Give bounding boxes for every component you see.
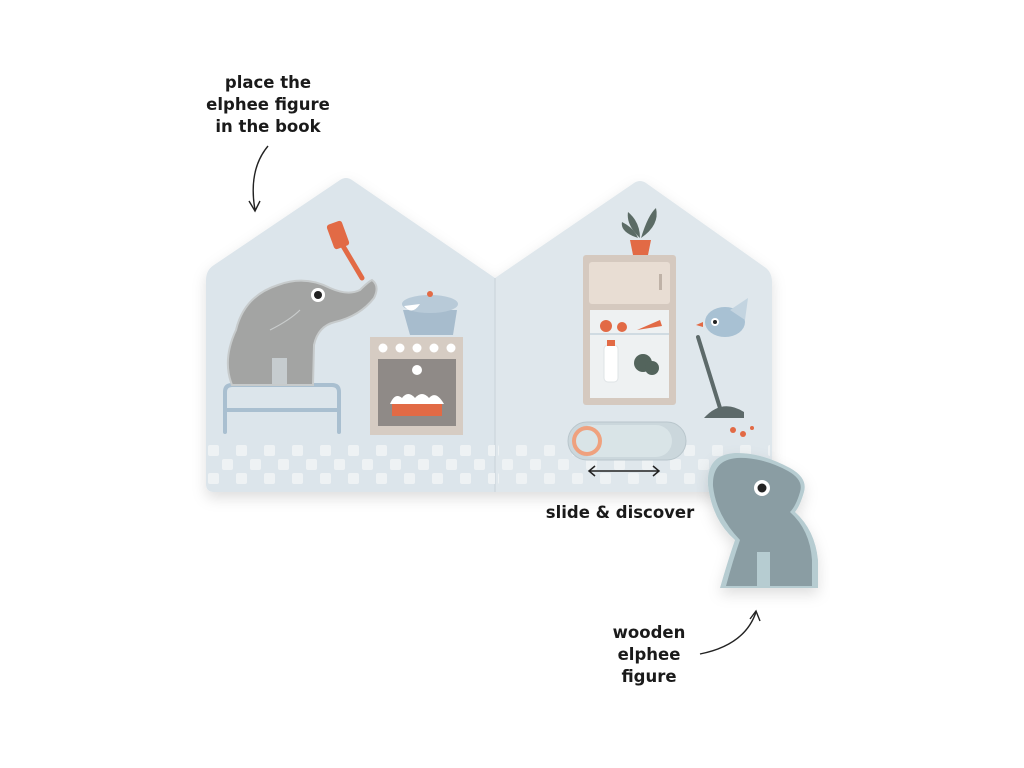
arrow-to-book-icon [248, 145, 269, 213]
wooden-figure-annotation: wooden elphee figure [589, 622, 709, 688]
left-checker-floor [206, 443, 495, 485]
bird-icon [696, 298, 748, 337]
wooden-elephant-figure[interactable] [707, 452, 818, 588]
double-arrow-icon [587, 465, 661, 477]
place-figure-annotation: place the elphee figure in the book [188, 72, 348, 138]
slide-annotation: slide & discover [545, 503, 695, 522]
slide-tab[interactable] [567, 421, 687, 461]
annotation-line: in the book [215, 117, 321, 136]
arrow-to-figure-icon [699, 609, 761, 655]
annotation-line: wooden [612, 623, 686, 642]
elephant-figure-in-book[interactable] [226, 278, 378, 386]
fridge-icon [583, 255, 676, 405]
annotation-line: elphee [617, 645, 681, 664]
pot-icon [402, 291, 458, 335]
annotation-line: elphee figure [206, 95, 330, 114]
annotation-line: place the [224, 73, 312, 92]
spatula-icon [326, 220, 365, 281]
oven-icon [370, 337, 463, 435]
annotation-line: figure [621, 667, 677, 686]
broom-icon [696, 335, 754, 437]
plant-icon [621, 208, 657, 255]
